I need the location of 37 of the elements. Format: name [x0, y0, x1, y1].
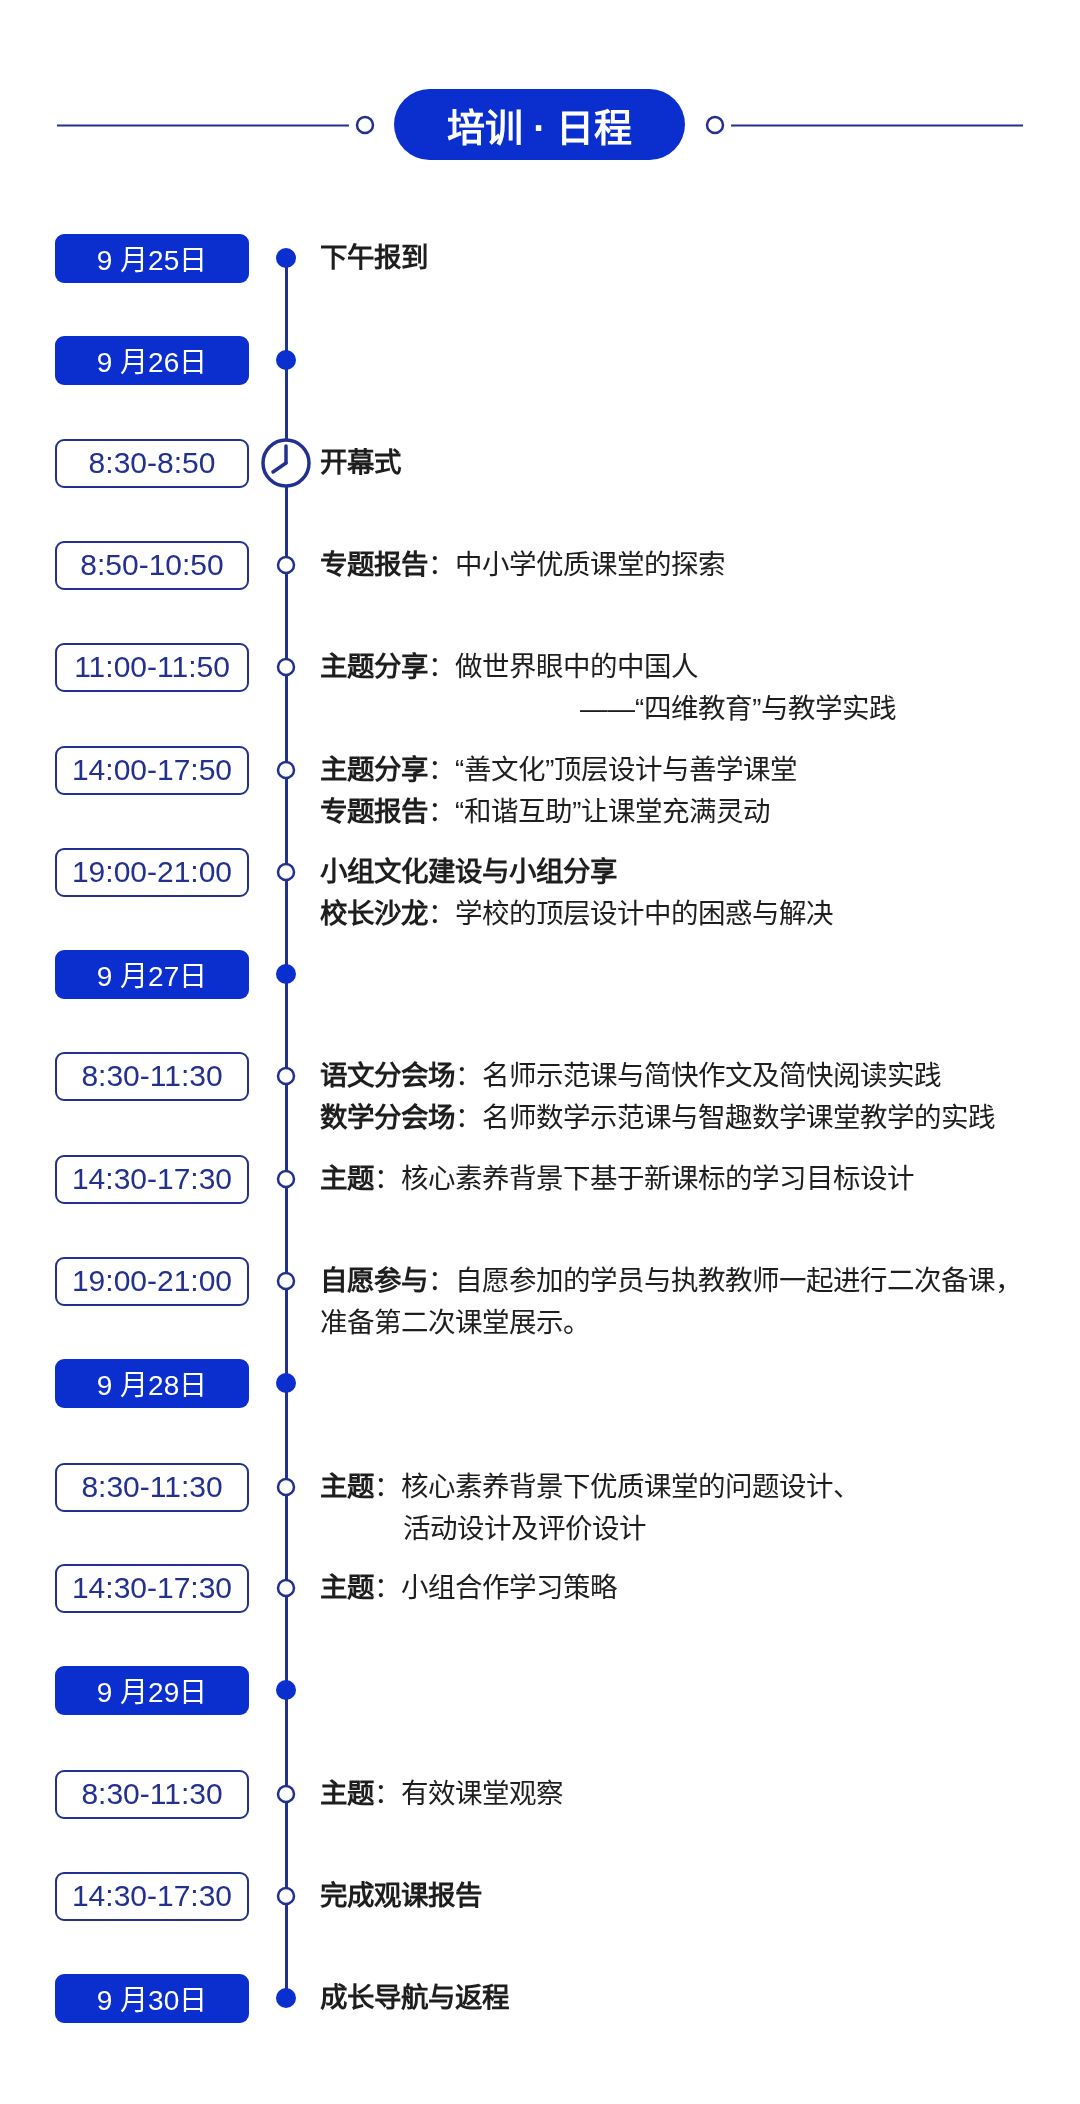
time-box: 14:30-17:30	[55, 1563, 249, 1613]
session-text: ——“四维教育”与教学实践	[580, 692, 897, 726]
date-box: 9 月27日	[55, 949, 249, 999]
session-text: 专题报告：中小学优质课堂的探索	[320, 548, 725, 582]
date-box: 9 月28日	[55, 1358, 249, 1408]
time-box: 8:30-8:50	[55, 438, 249, 488]
time-box: 14:30-17:30	[55, 1871, 249, 1921]
time-box: 19:00-21:00	[55, 1256, 249, 1306]
time-box: 8:30-11:30	[55, 1051, 249, 1101]
date-box: 9 月25日	[55, 233, 249, 283]
session-text: 主题分享：“善文化”顶层设计与善学课堂	[320, 753, 798, 787]
time-box: 8:30-11:30	[55, 1462, 249, 1512]
session-text: 校长沙龙：学校的顶层设计中的困惑与解决	[320, 897, 833, 931]
time-box: 11:00-11:50	[55, 642, 249, 692]
date-box: 9 月30日	[55, 1973, 249, 2023]
session-text: 主题：核心素养背景下优质课堂的问题设计、活动设计及评价设计	[320, 1470, 861, 1546]
time-box: 14:30-17:30	[55, 1154, 249, 1204]
time-box: 19:00-21:00	[55, 847, 249, 897]
session-text: 数学分会场：名师数学示范课与智趣数学课堂教学的实践	[320, 1101, 995, 1135]
session-text: 语文分会场：名师示范课与简快作文及简快阅读实践	[320, 1059, 941, 1093]
session-text: 下午报到	[320, 241, 428, 275]
session-text: 主题：小组合作学习策略	[320, 1571, 617, 1605]
session-text: 主题分享：做世界眼中的中国人	[320, 650, 698, 684]
time-box: 8:30-11:30	[55, 1769, 249, 1819]
session-text: 自愿参与：自愿参加的学员与执教教师一起进行二次备课，准备第二次课堂展示。	[320, 1264, 1023, 1340]
session-text: 完成观课报告	[320, 1879, 482, 1913]
session-text: 小组文化建设与小组分享	[320, 855, 617, 889]
title-banner: 培训 · 日程	[394, 89, 685, 160]
session-text: 开幕式	[320, 446, 401, 480]
session-text: 专题报告：“和谐互助”让课堂充满灵动	[320, 795, 771, 829]
date-box: 9 月29日	[55, 1665, 249, 1715]
session-text: 成长导航与返程	[320, 1981, 509, 2015]
time-box: 8:50-10:50	[55, 540, 249, 590]
session-text: 主题：核心素养背景下基于新课标的学习目标设计	[320, 1162, 914, 1196]
date-box: 9 月26日	[55, 335, 249, 385]
session-text: 主题：有效课堂观察	[320, 1777, 563, 1811]
time-box: 14:00-17:50	[55, 745, 249, 795]
